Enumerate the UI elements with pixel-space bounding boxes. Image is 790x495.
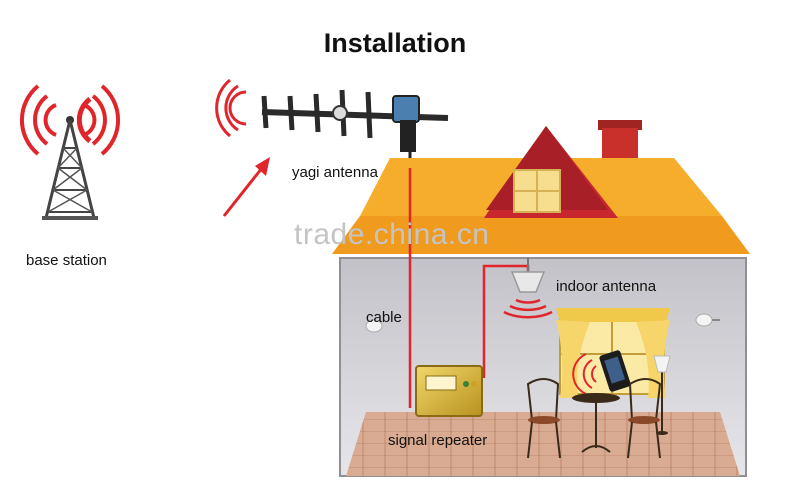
radio-tower-icon: [20, 84, 120, 220]
repeater-box-icon: [415, 365, 483, 417]
chimney-cap: [598, 120, 642, 130]
wall-lamp-icon: [695, 313, 720, 327]
signal-repeater-label: signal repeater: [388, 432, 488, 449]
room-floor: [346, 412, 740, 476]
floor-lamp-icon: [653, 355, 671, 435]
ceiling-antenna-icon: [503, 258, 553, 319]
cafe-table-icon: [572, 393, 620, 453]
watermark: trade.china.cn: [294, 218, 490, 251]
page-title: Installation: [323, 28, 467, 58]
yagi-antenna-label: yagi antenna: [292, 164, 378, 181]
chimney: [602, 128, 638, 158]
cafe-chair-icon: [526, 378, 561, 459]
house: [332, 120, 750, 477]
base-station-label: base station: [26, 252, 107, 269]
cable-label: cable: [366, 309, 402, 326]
cafe-chair-icon: [627, 378, 662, 459]
yagi-antenna-icon: [215, 78, 449, 168]
signal-arrow: [222, 157, 270, 217]
roof-edge: [332, 216, 750, 254]
wall-lamp-icon: [365, 319, 383, 333]
mobile-phone-icon: [572, 350, 631, 395]
indoor-antenna-label: indoor antenna: [556, 278, 657, 295]
